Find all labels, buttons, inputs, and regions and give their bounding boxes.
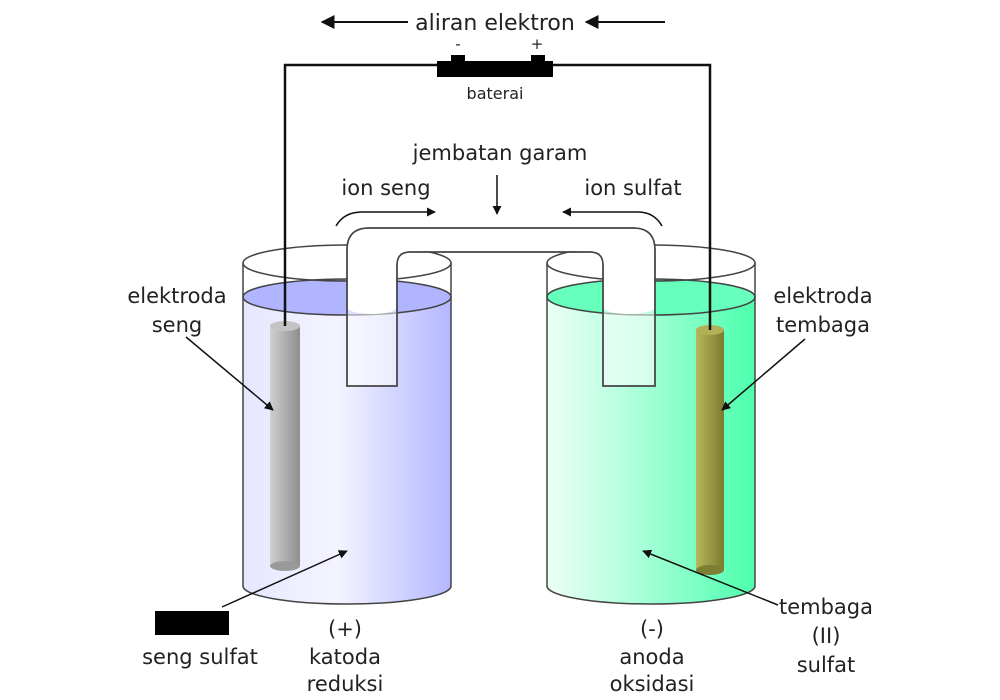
- sulfate-ion-label: ion sulfat: [584, 176, 681, 200]
- anode-label: anoda: [619, 645, 684, 669]
- copper-sulfate-label-line3: sulfat: [797, 653, 856, 677]
- anode-sign: (-): [640, 617, 664, 641]
- battery: [437, 61, 553, 77]
- battery-label: baterai: [467, 84, 524, 103]
- zinc-sulfate-annotation: seng sulfat: [142, 550, 348, 669]
- electron-flow-label: aliran elektron: [415, 11, 575, 36]
- zinc-sulfate-swatch: [155, 611, 229, 635]
- cathode-process: reduksi: [307, 672, 384, 696]
- external-circuit: [283, 55, 712, 330]
- cathode-sign: (+): [328, 617, 362, 641]
- battery-minus-sign: -: [455, 35, 460, 53]
- anode-process: oksidasi: [610, 672, 695, 696]
- battery-plus-sign: +: [531, 35, 544, 53]
- zinc-electrode-label-line2: seng: [152, 313, 203, 337]
- electron-flow: aliran elektron - + baterai: [320, 11, 665, 103]
- salt-bridge: [346, 227, 656, 387]
- anode-annotation: (-) anoda oksidasi: [610, 617, 695, 696]
- zinc-ion-label: ion seng: [341, 176, 430, 200]
- zinc-electrode: [270, 321, 300, 571]
- copper-electrode-label-line1: elektroda: [773, 284, 872, 308]
- salt-bridge-label: jembatan garam: [412, 141, 588, 165]
- copper-electrode-annotation: elektroda tembaga: [721, 284, 873, 411]
- cathode-label: katoda: [309, 645, 381, 669]
- zinc-sulfate-label: seng sulfat: [142, 645, 258, 669]
- copper-electrode-label-line2: tembaga: [776, 313, 870, 337]
- copper-sulfate-label-line2: (II): [812, 624, 841, 648]
- zinc-electrode-annotation: elektroda seng: [127, 284, 274, 411]
- zinc-electrode-label-line1: elektroda: [127, 284, 226, 308]
- salt-bridge-annotations: jembatan garam ion seng ion sulfat: [335, 141, 682, 227]
- copper-sulfate-annotation: tembaga (II) sulfat: [642, 549, 873, 677]
- copper-electrode: [696, 325, 724, 575]
- copper-sulfate-label-line1: tembaga: [779, 595, 873, 619]
- cathode-annotation: (+) katoda reduksi: [307, 617, 384, 696]
